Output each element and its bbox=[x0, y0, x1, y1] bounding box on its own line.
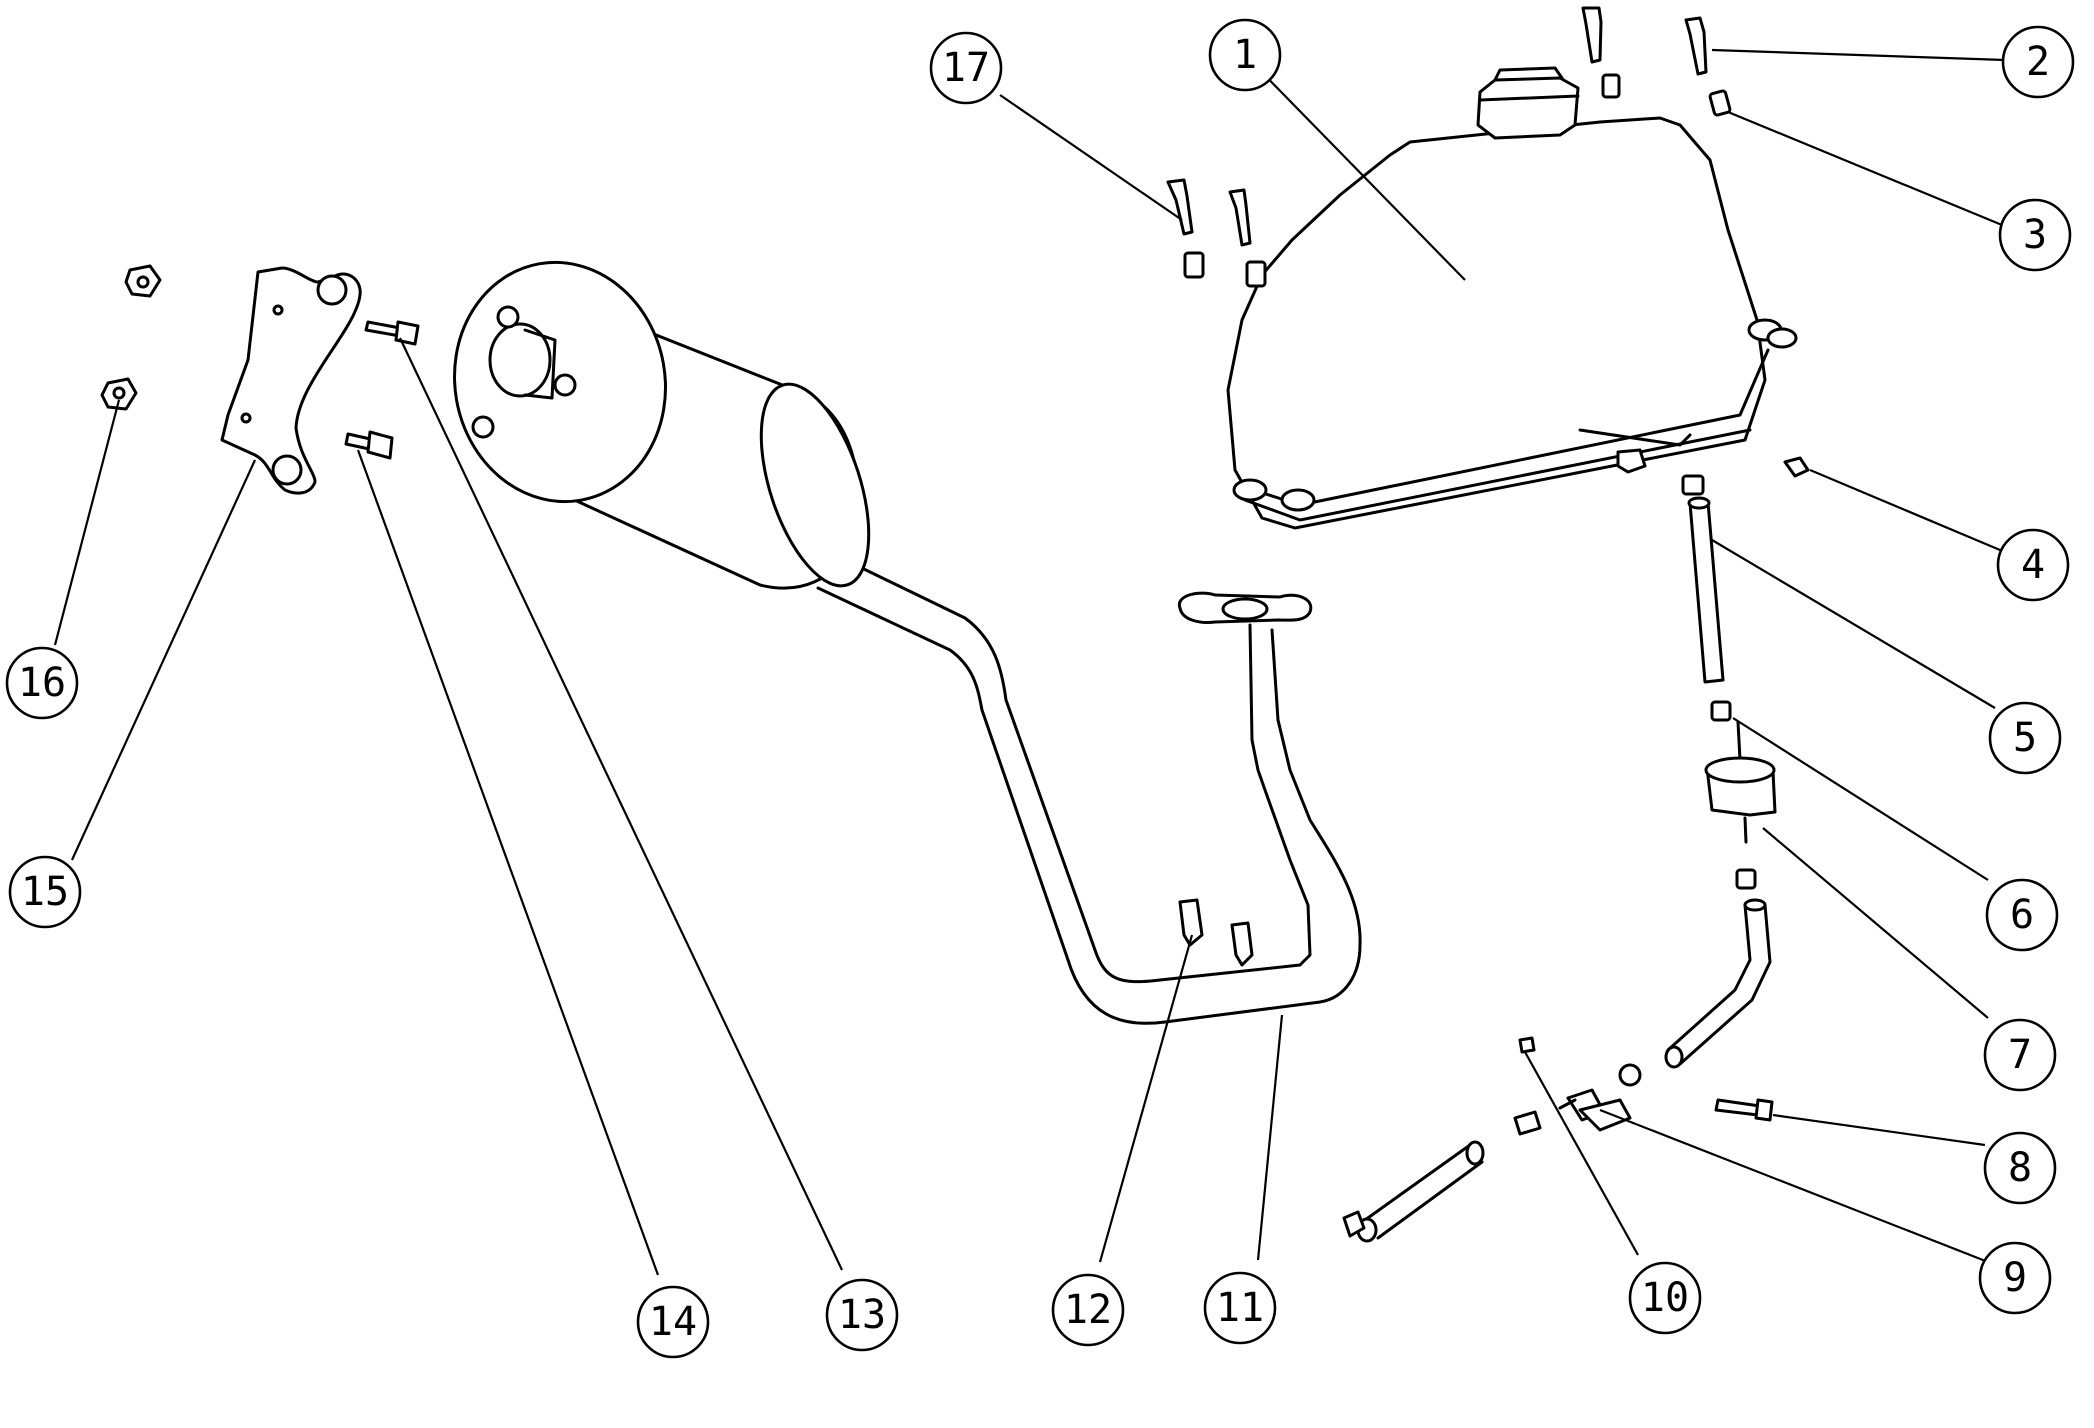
tank-bolts-top bbox=[1581, 6, 1732, 117]
callout-number: 11 bbox=[1216, 1285, 1264, 1331]
callout-6: 6 bbox=[1985, 878, 2059, 952]
callout-13: 13 bbox=[825, 1278, 899, 1352]
callout-8: 8 bbox=[1983, 1131, 2057, 1205]
bolt-13 bbox=[364, 320, 420, 346]
callout-number: 14 bbox=[649, 1299, 697, 1345]
fuel-filter bbox=[1704, 720, 1777, 844]
exhaust-pipe bbox=[816, 553, 1362, 1025]
muffler bbox=[453, 260, 871, 590]
clamp-bracket bbox=[1513, 1036, 1642, 1136]
callout-15: 15 bbox=[8, 855, 82, 929]
callout-number: 6 bbox=[2010, 892, 2034, 938]
callout-10: 10 bbox=[1628, 1261, 1702, 1335]
callout-number: 17 bbox=[942, 45, 990, 91]
callout-number: 7 bbox=[2008, 1032, 2032, 1078]
callout-5: 5 bbox=[1988, 701, 2062, 775]
callout-3: 3 bbox=[1998, 198, 2072, 272]
tank-bolts-left bbox=[1166, 178, 1267, 288]
callout-12: 12 bbox=[1051, 1273, 1125, 1347]
hose-clip bbox=[1710, 700, 1757, 890]
callout-number: 13 bbox=[838, 1292, 886, 1338]
callout-2: 2 bbox=[2001, 25, 2075, 99]
fuel-hose-upper bbox=[1687, 496, 1725, 684]
callout-number: 1 bbox=[1233, 32, 1257, 78]
callout-14: 14 bbox=[636, 1285, 710, 1359]
fuel-tank bbox=[1226, 116, 1798, 530]
callout-number: 16 bbox=[18, 660, 66, 706]
callout-number: 4 bbox=[2021, 542, 2045, 588]
fuel-hose-lower bbox=[1664, 898, 1772, 1069]
callout-16: 16 bbox=[5, 646, 79, 720]
callout-number: 5 bbox=[2013, 715, 2037, 761]
callout-9: 9 bbox=[1978, 1241, 2052, 1315]
callout-number: 15 bbox=[21, 869, 69, 915]
nut-16 bbox=[100, 264, 162, 411]
tank-small-nuts bbox=[1616, 448, 1810, 496]
callout-1: 1 bbox=[1208, 18, 1282, 92]
callout-17: 17 bbox=[929, 31, 1003, 105]
fuel-cap bbox=[1476, 66, 1580, 140]
callout-7: 7 bbox=[1983, 1018, 2057, 1092]
callout-number: 9 bbox=[2003, 1255, 2027, 1301]
drain-hose bbox=[1342, 1140, 1485, 1243]
callout-number: 12 bbox=[1064, 1287, 1112, 1333]
callout-number: 2 bbox=[2026, 39, 2050, 85]
callout-11: 11 bbox=[1203, 1271, 1277, 1345]
bolt-14 bbox=[344, 430, 394, 460]
callout-number: 10 bbox=[1641, 1275, 1689, 1321]
leader-lines bbox=[53, 48, 2006, 1276]
screw-8 bbox=[1714, 1098, 1774, 1122]
callout-4: 4 bbox=[1996, 528, 2070, 602]
muffler-bracket bbox=[220, 266, 362, 495]
callout-number: 3 bbox=[2023, 212, 2047, 258]
callout-number: 8 bbox=[2008, 1145, 2032, 1191]
